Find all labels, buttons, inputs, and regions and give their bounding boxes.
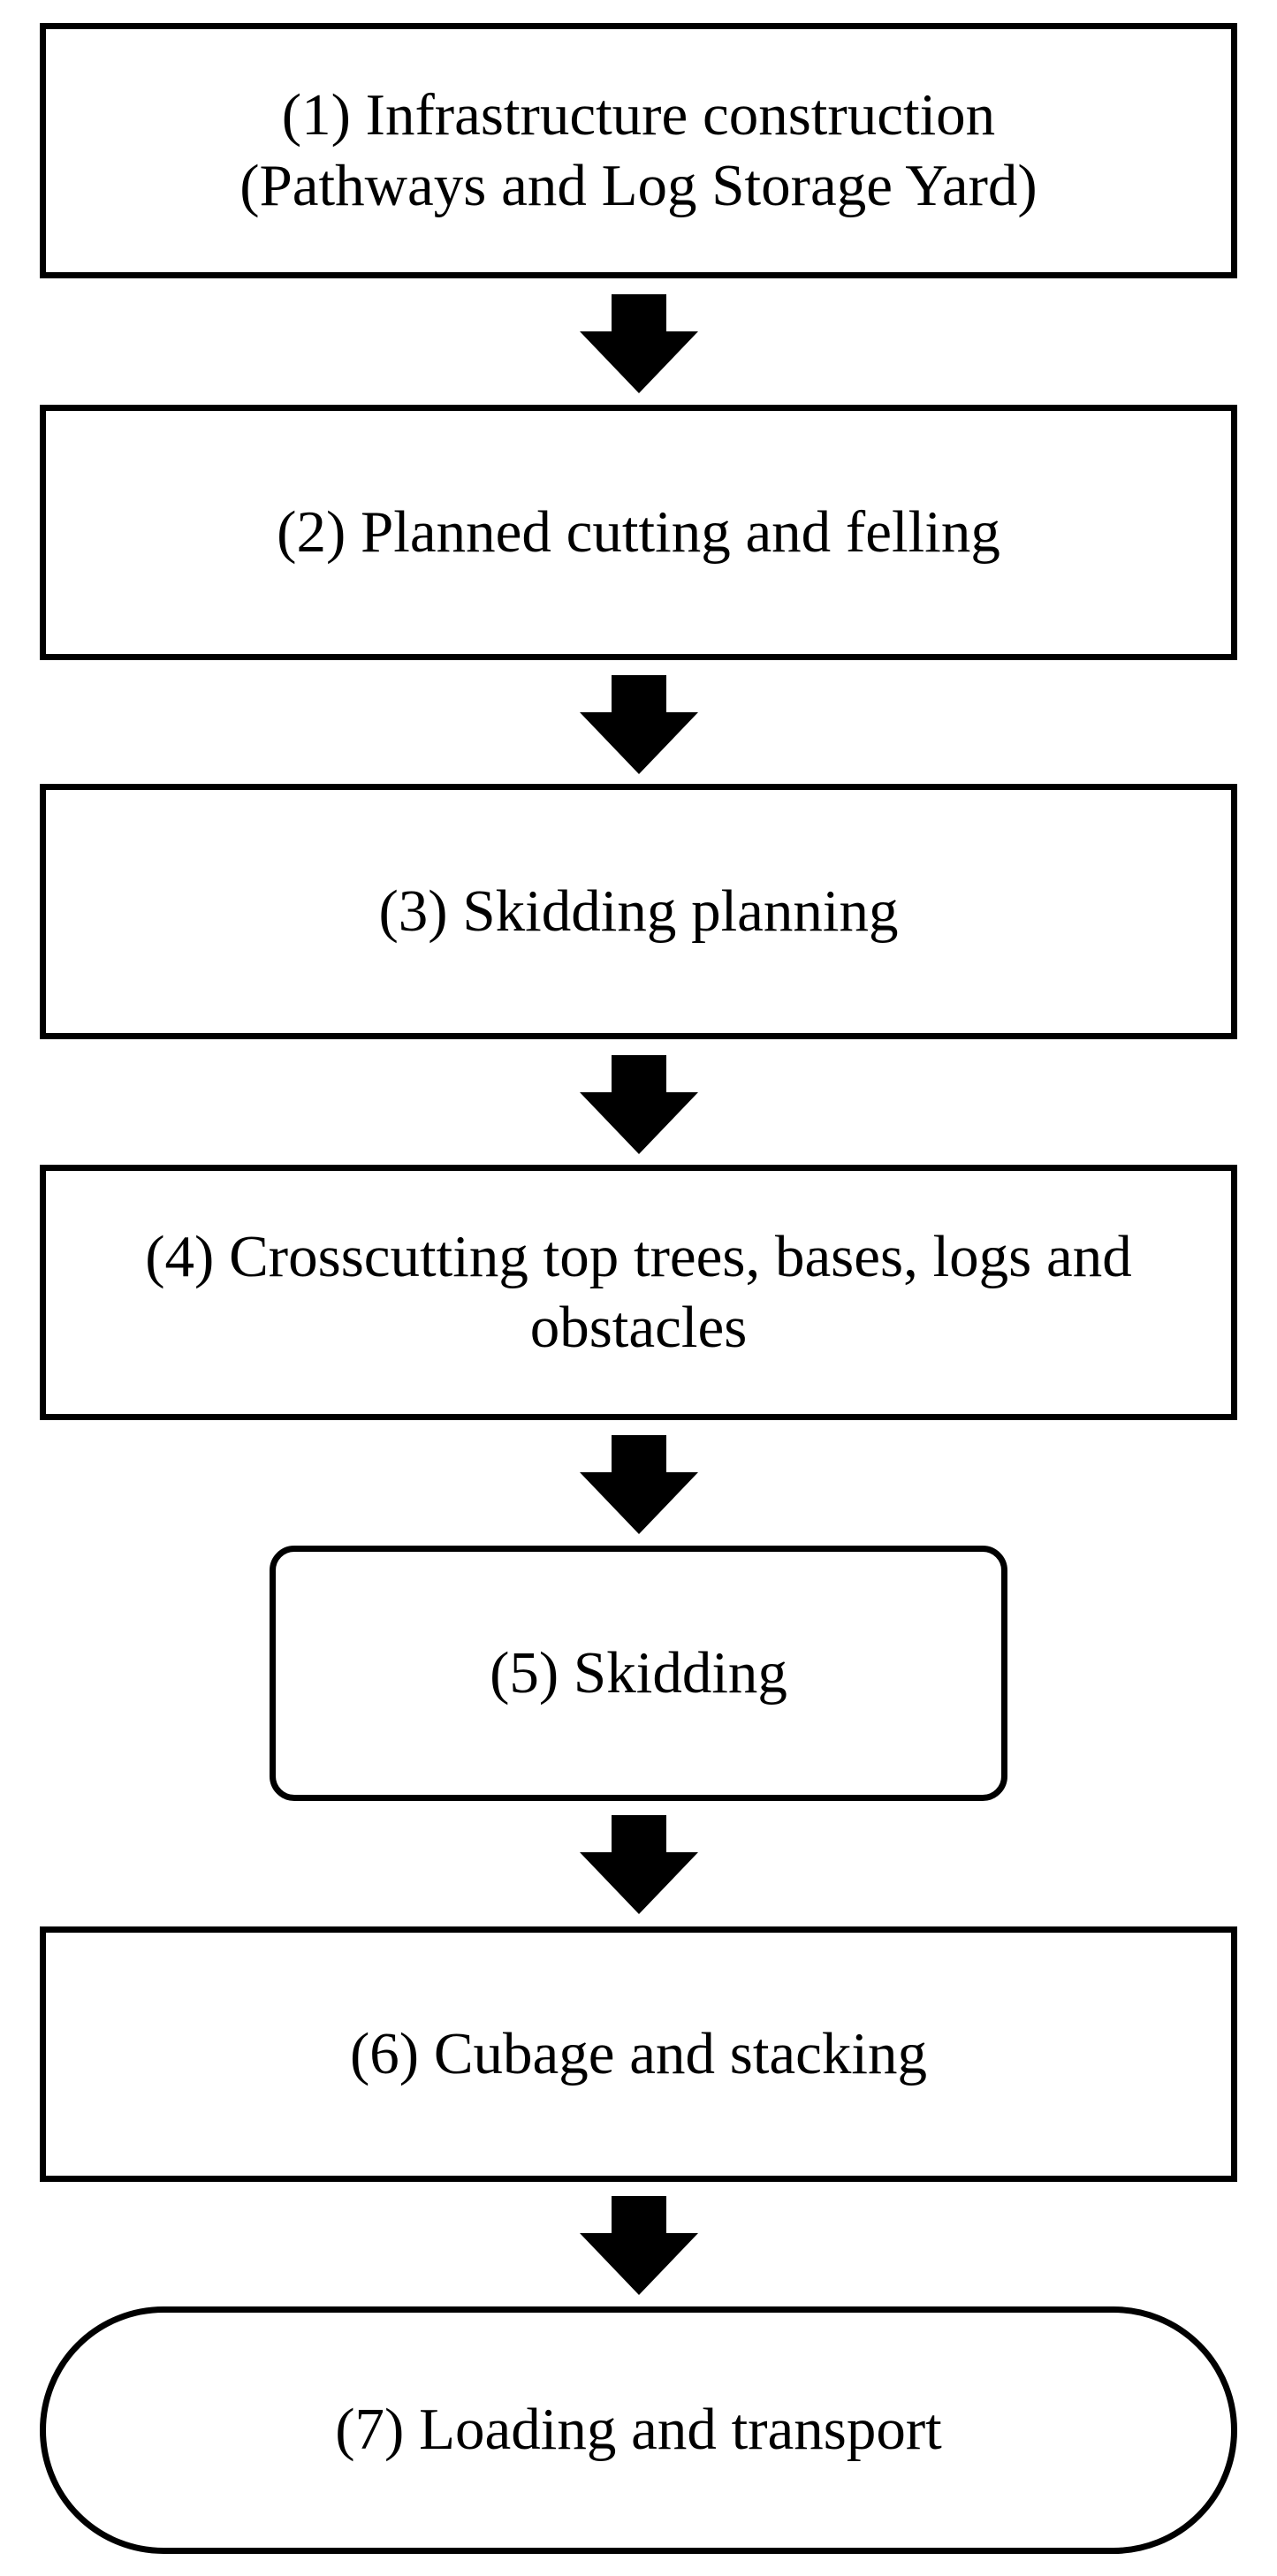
down-arrow-icon — [580, 1815, 698, 1914]
step-7-label: (7) Loading and transport — [335, 2397, 942, 2463]
down-arrow-icon — [580, 1055, 698, 1154]
down-arrow-icon — [580, 2196, 698, 2295]
down-arrow-icon — [580, 1435, 698, 1534]
step-5-label: (5) Skidding — [490, 1639, 787, 1706]
step-2-planned-cutting-box: (2) Planned cutting and felling — [40, 405, 1237, 660]
step-7-loading-transport-terminal: (7) Loading and transport — [40, 2306, 1237, 2554]
step-6-label: (6) Cubage and stacking — [349, 2020, 928, 2086]
step-1-label: (1) Infrastructure construction (Pathway… — [239, 82, 1038, 218]
step-1-infrastructure-construction-box: (1) Infrastructure construction (Pathway… — [40, 23, 1237, 278]
step-3-label: (3) Skidding planning — [378, 878, 899, 944]
step-4-crosscutting-box: (4) Crosscutting top trees, bases, logs … — [40, 1165, 1237, 1420]
down-arrow-icon — [580, 675, 698, 774]
down-arrow-icon — [580, 294, 698, 393]
step-2-label: (2) Planned cutting and felling — [277, 498, 1000, 565]
step-5-skidding-box: (5) Skidding — [270, 1546, 1007, 1801]
step-3-skidding-planning-box: (3) Skidding planning — [40, 784, 1237, 1039]
step-6-cubage-stacking-box: (6) Cubage and stacking — [40, 1926, 1237, 2182]
step-4-label: (4) Crosscutting top trees, bases, logs … — [145, 1224, 1132, 1360]
